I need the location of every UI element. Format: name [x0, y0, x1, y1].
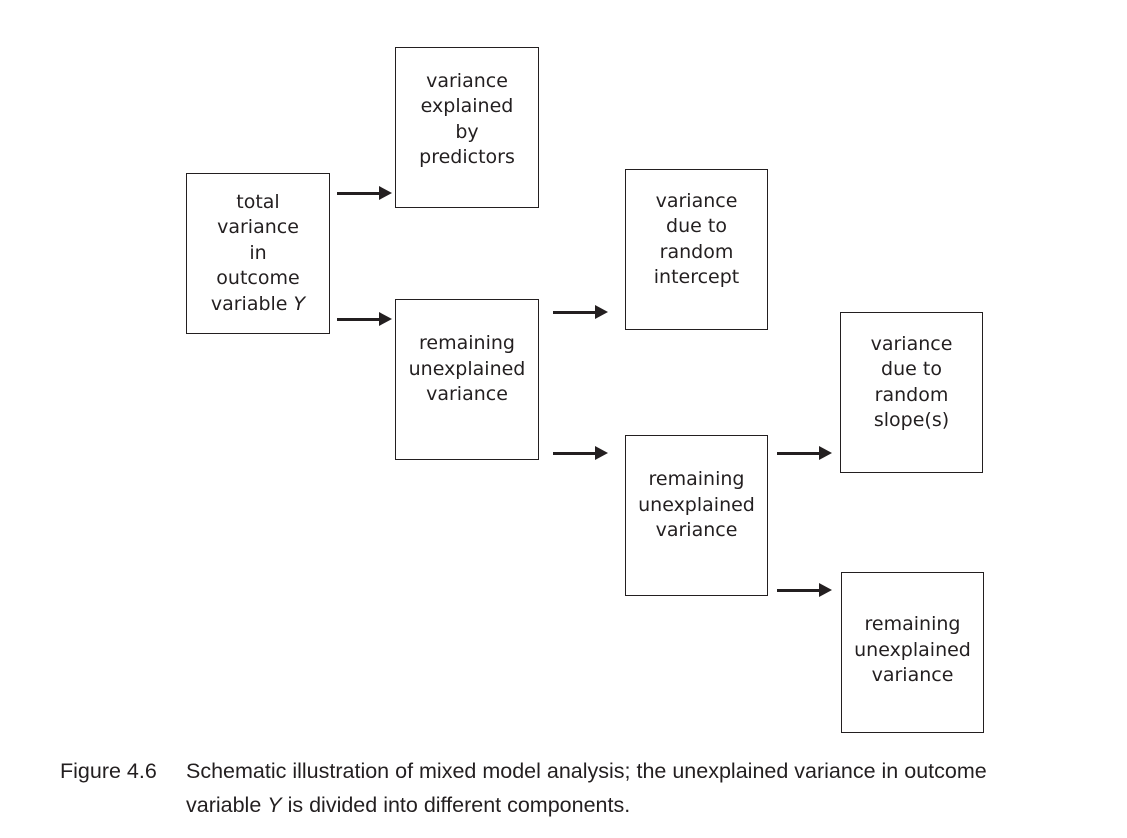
figure-label: Figure 4.6: [60, 759, 157, 783]
remaining-variance-2-line-1: remaining: [648, 468, 745, 491]
remaining-variance-3-line-3: variance: [871, 664, 954, 687]
explained-variance-box: variance explained by predictors: [395, 47, 539, 208]
total-variance-line-1: total: [236, 190, 280, 213]
caption-line-2-pre: variable: [186, 793, 268, 817]
random-intercept-line-3: random: [659, 240, 734, 263]
explained-variance-line-1: variance: [426, 69, 508, 92]
figure-caption-text: Schematic illustration of mixed model an…: [186, 754, 1086, 822]
caption-line-2-post: is divided into different components.: [281, 793, 631, 817]
remaining-variance-2-line-2: unexplained: [638, 493, 755, 516]
random-slopes-line-4: slope(s): [873, 409, 950, 431]
random-intercept-box: variance due to random intercept: [625, 169, 768, 330]
arrow-to-remaining-variance-3: [777, 583, 832, 597]
random-slopes-box: variance due to random slope(s): [840, 312, 983, 473]
remaining-variance-box-3: remaining unexplained variance: [841, 572, 984, 733]
arrow-to-remaining-variance-2: [553, 446, 608, 460]
total-variance-line-2: variance: [217, 216, 299, 239]
arrow-to-explained-variance: [337, 186, 392, 200]
total-variance-line-3: in: [249, 241, 267, 264]
remaining-variance-1-line-3: variance: [426, 383, 508, 406]
arrow-to-random-slopes: [777, 446, 832, 460]
random-slopes-line-1: variance: [870, 332, 953, 355]
remaining-variance-box-2: remaining unexplained variance: [625, 435, 768, 596]
remaining-variance-2-line-3: variance: [655, 519, 738, 542]
arrow-to-remaining-variance-1: [337, 312, 392, 326]
total-variance-box: total variance in outcome variable Y: [186, 173, 330, 334]
random-intercept-line-4: intercept: [653, 266, 740, 288]
remaining-variance-1-line-1: remaining: [419, 332, 515, 355]
arrow-to-random-intercept: [553, 305, 608, 319]
random-slopes-line-2: due to: [881, 358, 942, 380]
remaining-variance-3-line-2: unexplained: [854, 638, 971, 661]
random-intercept-line-1: variance: [655, 189, 738, 212]
remaining-variance-box-1: remaining unexplained variance: [395, 299, 539, 460]
random-slopes-line-3: random: [874, 383, 949, 406]
outcome-variable-y: Y: [293, 292, 306, 315]
explained-variance-line-2: explained: [420, 95, 514, 117]
explained-variance-line-3: by: [455, 120, 479, 143]
caption-variable-y: Y: [267, 793, 282, 817]
total-variance-line-5-text: variable: [210, 292, 294, 315]
remaining-variance-3-line-1: remaining: [864, 613, 961, 636]
random-intercept-line-2: due to: [666, 215, 727, 237]
caption-line-1: Schematic illustration of mixed model an…: [186, 759, 987, 783]
explained-variance-line-4: predictors: [419, 146, 515, 168]
total-variance-line-4: outcome: [216, 267, 300, 290]
remaining-variance-1-line-2: unexplained: [408, 357, 526, 380]
caption-line-2: variable Y is divided into different com…: [186, 793, 630, 817]
total-variance-line-5: variable Y: [211, 292, 305, 318]
